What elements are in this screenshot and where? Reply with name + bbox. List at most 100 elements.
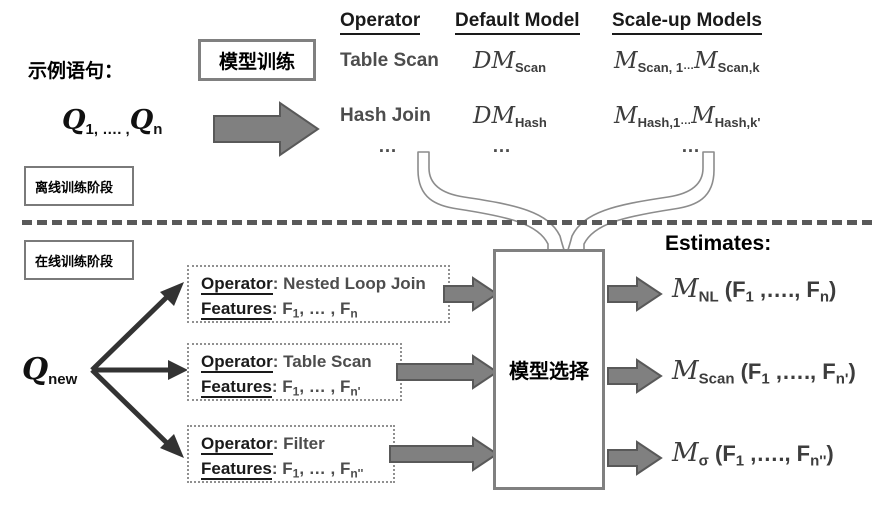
features-value-1: : F [271, 376, 293, 396]
scaleup-sep-1: … [680, 115, 692, 128]
table-ellipsis-scaleup-models: … [681, 136, 701, 157]
selection-to-estimate-arrow-1 [607, 358, 663, 394]
estimate-arg-sub1-0: 1 [745, 288, 754, 306]
table-row-scaleup-models-1: MHash,1…MHash,k' [614, 103, 761, 130]
features-mid-1: , … , F [299, 376, 351, 396]
operator-row-0: Operator: Nested Loop Join [201, 272, 440, 297]
default-model-prefix-0: DM [473, 48, 515, 74]
features-label-1: Features [201, 376, 272, 398]
features-row-2: Features: F1, … , Fn'' [201, 457, 385, 483]
selection-to-estimate-arrow-2 [607, 440, 663, 476]
estimate-args-close-0: ) [829, 277, 837, 302]
estimate-arg-sub1-2: 1 [735, 452, 745, 470]
default-model-sub-0: Scan [515, 59, 547, 75]
estimate-args-mid-1: ,…., F [769, 359, 836, 384]
selection-to-estimate-arrow-0 [607, 276, 663, 312]
scaleup-base-1-0: M [614, 103, 638, 129]
table-row-default-model-0: DMScan [473, 48, 546, 75]
default-model-prefix-1: DM [473, 103, 515, 129]
estimate-args-open-1: (F [734, 359, 762, 384]
estimate-args-close-1: ) [848, 359, 856, 384]
box-to-selection-arrow-2 [389, 436, 499, 472]
scaleup-sub-0-1: Scan,k [717, 59, 760, 75]
table-header-scaleup-models: Scale-up Models [612, 10, 762, 35]
estimate-expression-0: MNL (F1 ,…., Fn) [672, 274, 836, 306]
query-fanout-arrows [88, 272, 198, 472]
estimate-base-0: M [672, 274, 699, 304]
scaleup-base-0-0: M [614, 48, 638, 74]
scaleup-base-0-1: M [694, 48, 718, 74]
scaleup-sub-0-0: Scan, 1 [637, 59, 684, 75]
estimate-arg-sub2-2: n'' [810, 452, 827, 470]
operator-value-2: : Filter [272, 434, 325, 453]
table-row-operator-1: Hash Join [340, 105, 431, 126]
estimate-arg-sub2-1: n' [835, 370, 849, 388]
box-to-selection-arrow-1 [396, 354, 499, 390]
online-phase-label: 在线训练阶段 [35, 254, 114, 270]
estimate-arg-sub2-0: n [819, 288, 830, 306]
training-queries-symbol: Q1, …. ,Qn [62, 105, 162, 138]
example-sentences-label: 示例语句： [28, 60, 124, 82]
features-sub1-1: 1 [292, 384, 300, 399]
default-model-sub-1: Hash [515, 114, 547, 130]
box-to-selection-arrow-0 [443, 276, 499, 312]
phase-divider [22, 220, 872, 225]
estimate-args-close-2: ) [826, 441, 834, 466]
estimate-args-open-2: (F [708, 441, 736, 466]
scaleup-base-1-1: M [691, 103, 715, 129]
table-ellipsis-operator: … [378, 136, 398, 157]
estimate-sub-2: σ [698, 452, 709, 470]
operator-row-2: Operator: Filter [201, 432, 385, 457]
features-label-2: Features [201, 458, 272, 480]
scaleup-sep-0: … [683, 60, 695, 73]
estimates-label: Estimates: [665, 232, 772, 255]
estimate-base-2: M [672, 438, 699, 468]
estimate-sub-0: NL [698, 288, 719, 306]
model-selection-box: 模型选择 [493, 249, 605, 490]
features-value-0: : F [271, 298, 293, 318]
operator-box-2[interactable]: Operator: Filter Features: F1, … , Fn'' [187, 425, 395, 483]
estimate-args-mid-2: ,…., F [744, 441, 811, 466]
query-base-1: Q [62, 105, 86, 136]
estimate-sub-1: Scan [698, 370, 735, 388]
features-sub2-2: n'' [350, 466, 364, 481]
features-mid-2: , … , F [299, 458, 351, 478]
operator-box-1[interactable]: Operator: Table Scan Features: F1, … , F… [187, 343, 402, 401]
new-query-base: Q [22, 352, 49, 387]
features-mid-0: , … , F [299, 298, 351, 318]
operator-value-0: : Nested Loop Join [272, 274, 426, 293]
operator-box-0[interactable]: Operator: Nested Loop Join Features: F1,… [187, 265, 450, 323]
estimate-arg-sub1-1: 1 [761, 370, 770, 388]
operator-label-1: Operator [201, 352, 273, 373]
features-sub2-0: n [350, 306, 358, 321]
table-ellipsis-default-model: … [492, 136, 512, 157]
estimate-args-open-0: (F [718, 277, 746, 302]
new-query-sub: new [48, 370, 78, 388]
offline-training-arrow [212, 100, 320, 158]
features-sub2-1: n' [350, 384, 361, 399]
offline-phase-label: 离线训练阶段 [35, 180, 114, 196]
operator-row-1: Operator: Table Scan [201, 350, 392, 375]
table-row-operator-0: Table Scan [340, 50, 439, 71]
query-base-2: Q [129, 105, 154, 136]
online-phase-badge: 在线训练阶段 [24, 240, 134, 280]
estimate-expression-2: Mσ (F1 ,…., Fn'') [672, 438, 834, 470]
table-header-operator: Operator [340, 10, 421, 35]
features-sub1-2: 1 [292, 466, 300, 481]
query-sub-1: 1, …. , [85, 120, 130, 138]
features-row-0: Features: F1, … , Fn [201, 297, 440, 323]
scaleup-sub-1-0: Hash,1 [637, 114, 681, 130]
estimate-args-mid-0: ,…., F [753, 277, 820, 302]
estimate-expression-1: MScan (F1 ,…., Fn') [672, 356, 856, 388]
query-sub-2: n [153, 120, 163, 138]
estimate-base-1: M [672, 356, 699, 386]
model-selection-label: 模型选择 [509, 359, 589, 383]
table-row-default-model-1: DMHash [473, 103, 547, 130]
table-header-default-model: Default Model [455, 10, 580, 35]
features-label-0: Features [201, 298, 272, 320]
new-query-symbol: Qnew [22, 352, 77, 388]
operator-value-1: : Table Scan [272, 352, 372, 371]
model-training-label: 模型训练 [218, 50, 295, 73]
features-sub1-0: 1 [292, 306, 300, 321]
